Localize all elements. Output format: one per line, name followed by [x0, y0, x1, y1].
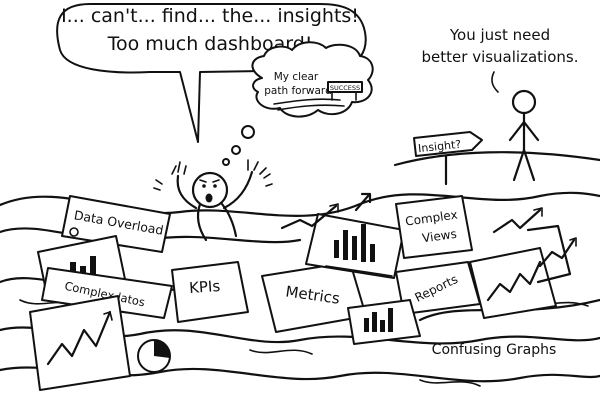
- chart-arrows: [280, 192, 543, 234]
- drowning-figure: [153, 159, 273, 242]
- paper-line-chart-left: [29, 295, 131, 391]
- paper-data-overload: Data Overload: [61, 195, 171, 253]
- advisor-caption-line-1: You just need: [449, 26, 550, 44]
- paper-kpis: KPIs: [171, 261, 249, 323]
- path-line: [277, 104, 345, 111]
- thought-bubble: My clear path forward SUCCESS: [222, 41, 374, 166]
- success-label: SUCCESS: [330, 84, 360, 92]
- paper-complex-views: Complex Views: [395, 195, 473, 259]
- paper-label-kpis: KPIs: [188, 277, 220, 297]
- advisor-caption-line-2: better visualizations.: [422, 48, 579, 66]
- thought-line-2: path forward: [264, 85, 331, 97]
- paper-label-views: Views: [421, 227, 457, 246]
- pie-chart-scrap: [137, 339, 171, 373]
- hill-line: [393, 151, 600, 167]
- insight-signpost: Insight?: [413, 131, 483, 186]
- success-sign: [327, 81, 363, 93]
- path-line: [273, 98, 341, 105]
- signpost-label: Insight?: [418, 138, 462, 155]
- speech-line-2: Too much dashboard!: [107, 33, 313, 55]
- paper-line-chart-right: [469, 224, 577, 319]
- paper-bar-chart-bottom: [347, 299, 421, 345]
- advisor-stick-figure: [508, 89, 540, 182]
- paper-bar-chart-center: [305, 213, 405, 279]
- thought-dot: [222, 158, 230, 166]
- speech-bubble: I... can't... find... the... insights! T…: [56, 3, 367, 143]
- thought-line-1: My clear: [274, 71, 319, 83]
- paper-metrics: Metrics: [261, 261, 367, 333]
- paper-reports: Reports: [395, 261, 481, 315]
- thought-dot: [241, 125, 255, 139]
- speech-line-1: I... can't... find... the... insights!: [61, 5, 359, 27]
- caption-pointer: [491, 71, 499, 93]
- paper-label-confusing-graphs: Confusing Graphs: [432, 342, 557, 358]
- thought-dot: [231, 145, 241, 155]
